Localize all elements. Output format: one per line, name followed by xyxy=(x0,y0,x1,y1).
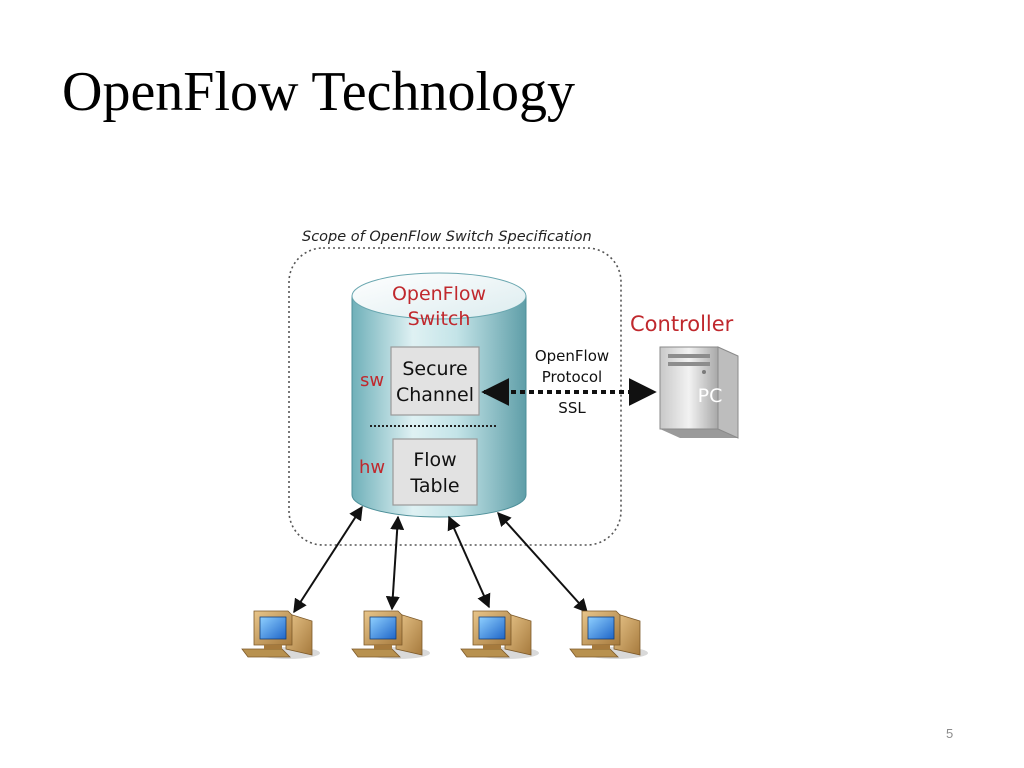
host-link-2 xyxy=(385,515,405,611)
controller-pc-icon xyxy=(659,346,739,439)
computer-icon xyxy=(351,610,430,659)
slide-title: OpenFlow Technology xyxy=(62,61,575,123)
controller-pc-label: PC xyxy=(698,385,723,407)
host-link-3 xyxy=(447,515,491,609)
slide-number: 5 xyxy=(946,726,954,741)
hw-label: hw xyxy=(359,457,385,478)
secure-channel-box xyxy=(390,346,480,416)
sw-label: sw xyxy=(360,370,384,391)
protocol-line1: OpenFlow xyxy=(535,347,609,365)
switch-title-line1: OpenFlow xyxy=(392,283,486,305)
computer-icon xyxy=(460,610,539,659)
flow-table-line2: Table xyxy=(409,475,459,497)
protocol-line3: SSL xyxy=(558,399,586,417)
flow-table-line1: Flow xyxy=(413,449,456,471)
flow-table-box xyxy=(392,438,478,506)
protocol-line2: Protocol xyxy=(542,368,602,386)
computer-icon xyxy=(569,610,648,659)
host-link-4 xyxy=(497,511,588,614)
scope-label: Scope of OpenFlow Switch Specification xyxy=(302,229,592,245)
host-links xyxy=(293,505,588,614)
secure-channel-line1: Secure xyxy=(402,358,467,380)
switch-title-line2: Switch xyxy=(408,308,471,330)
host-link-1 xyxy=(293,505,363,614)
secure-channel-line2: Channel xyxy=(396,384,474,406)
computer-icon xyxy=(241,610,320,659)
host-computers xyxy=(241,610,648,659)
controller-label: Controller xyxy=(630,312,734,336)
